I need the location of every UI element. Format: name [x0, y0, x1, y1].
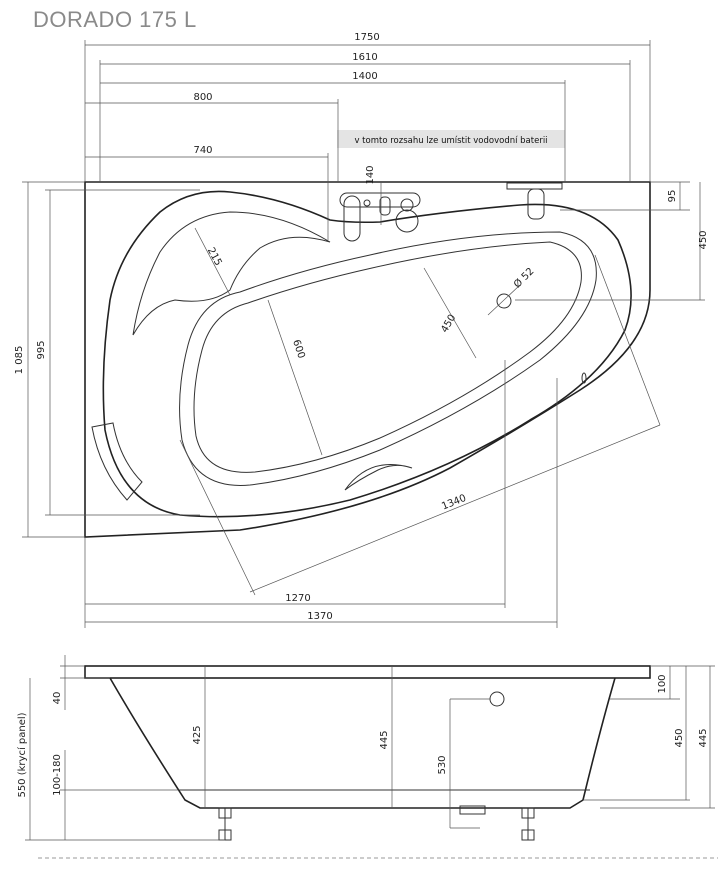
dim-1370: 1370: [307, 611, 332, 622]
tub-inner-shell: [102, 190, 632, 518]
dim-450-inner: 450: [439, 313, 458, 335]
top-view: v tomto rozsahu lze umístit vodovodní ba…: [14, 32, 709, 628]
dim-445: 445: [379, 730, 390, 749]
diagram-title: DORADO 175 L: [33, 7, 197, 32]
dim-1610: 1610: [352, 52, 377, 63]
dim-1750: 1750: [354, 32, 379, 43]
dim-550-panel: 550 (krycí panel): [16, 712, 28, 797]
tub-rim-side: [84, 665, 651, 679]
dim-100-180: 100-180: [52, 754, 63, 796]
dim-40: 40: [52, 692, 63, 705]
bath-well-inner: [193, 241, 582, 473]
dim-740: 740: [193, 145, 212, 156]
tub-outer-rim: [84, 181, 651, 538]
dim-425: 425: [192, 725, 203, 744]
drain-hole: [496, 293, 512, 309]
dim-600: 600: [290, 338, 306, 360]
dim-1270: 1270: [285, 593, 310, 604]
dim-95: 95: [667, 190, 678, 203]
tap-fittings: [339, 182, 563, 242]
overflow-side: [489, 691, 505, 707]
headrest: [132, 211, 331, 336]
dim-140: 140: [365, 165, 376, 184]
side-view: 40 425 445 530 100 450 445 100-180 550 (…: [16, 655, 718, 859]
armrest: [91, 422, 143, 501]
grab-handle: [344, 464, 413, 491]
dim-530: 530: [437, 755, 448, 774]
dim-1400: 1400: [352, 71, 377, 82]
legs: [218, 807, 535, 841]
drain-trap: [459, 805, 486, 815]
dim-100: 100: [657, 674, 668, 693]
dim-215: 215: [205, 246, 224, 268]
dim-450: 450: [698, 230, 709, 249]
dim-800: 800: [193, 92, 212, 103]
overflow: [581, 372, 587, 384]
dim-450-side: 450: [674, 728, 685, 747]
bath-well-outer: [179, 231, 597, 486]
dim-1340: 1340: [440, 493, 468, 513]
dim-d52: Ø 52: [511, 265, 536, 290]
dim-445-side: 445: [698, 728, 709, 747]
dim-995: 995: [36, 340, 47, 359]
dim-1085: 1 085: [14, 346, 25, 375]
tap-zone-label: v tomto rozsahu lze umístit vodovodní ba…: [354, 136, 547, 146]
tub-body-side: [109, 677, 616, 809]
tap-zone-box: [337, 130, 565, 148]
